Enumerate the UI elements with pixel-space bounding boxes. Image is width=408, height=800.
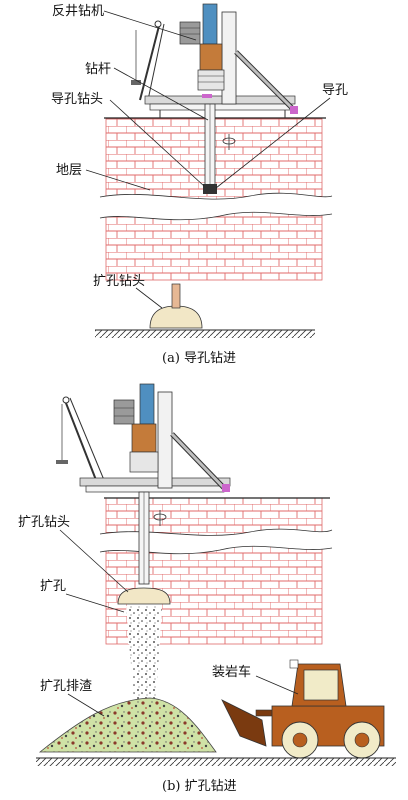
pilot-bit-a: [203, 184, 217, 194]
label-drill-rod: 钻杆: [85, 62, 111, 77]
label-reaming-bit-b: 扩孔钻头: [18, 515, 70, 530]
reaming-bit-b: [117, 587, 171, 605]
rotation-symbol-a: [222, 134, 236, 150]
caption-b: (b) 扩孔钻进: [162, 779, 237, 794]
drill-rod-b: [138, 491, 150, 585]
rotation-symbol-b: [153, 510, 167, 526]
label-muck: 扩孔排渣: [40, 679, 92, 694]
crane-arm-b: [56, 396, 105, 481]
reaming-bit-standalone: [95, 283, 315, 338]
label-raise-borer: 反井钻机: [52, 4, 104, 19]
loader-truck: [221, 659, 385, 759]
muck-pile: [38, 697, 217, 753]
label-reaming-bit-a: 扩孔钻头: [93, 274, 145, 289]
raise-borer-rig-a: [131, 3, 298, 118]
label-stratum: 地层: [56, 163, 82, 178]
drill-rod-a: [204, 103, 216, 193]
label-reaming-hole: 扩孔: [40, 579, 66, 594]
stratum-block-a: [99, 117, 333, 281]
label-pilot-bit: 导孔钻头: [51, 92, 103, 107]
label-loader: 装岩车: [212, 664, 251, 680]
panel-a: 反井钻机 钻杆 导孔钻头 导孔 地层 扩孔钻头 (a) 导孔钻进: [51, 3, 348, 366]
label-pilot-hole: 导孔: [322, 83, 348, 98]
raise-borer-rig-b: [56, 383, 231, 493]
falling-debris: [126, 606, 162, 700]
crane-arm-a: [131, 20, 165, 101]
panel-b: 扩孔钻头 扩孔 扩孔排渣 装岩车 (b) 扩孔钻进: [18, 383, 396, 794]
caption-a: (a) 导孔钻进: [162, 351, 236, 366]
